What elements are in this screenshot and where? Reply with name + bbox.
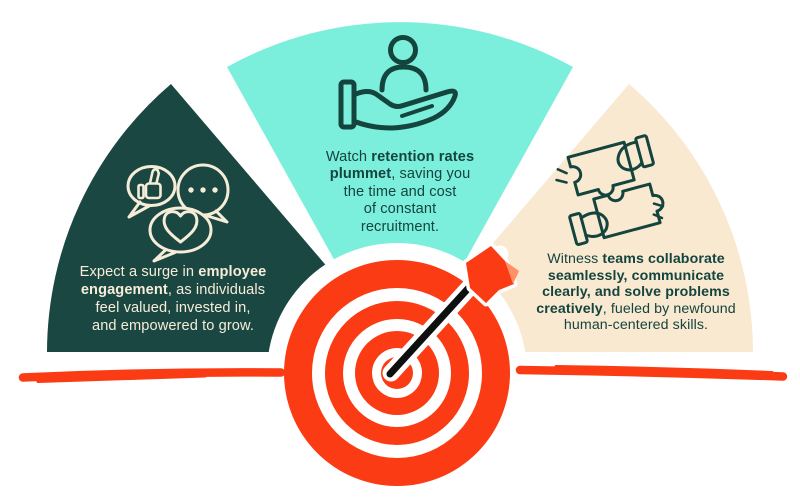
open-palm xyxy=(353,88,458,131)
speech-bubbles-icon xyxy=(126,163,230,263)
hand-top-right xyxy=(616,140,644,172)
thumbs-up-glyph xyxy=(137,168,162,200)
puzzle-piece-bottom xyxy=(592,182,665,240)
dots-bubble-tail xyxy=(204,209,229,224)
heart-glyph xyxy=(162,210,199,244)
brush-stroke-left xyxy=(18,368,286,382)
heart-bubble-tail xyxy=(152,248,177,263)
brush-stroke-right-texture xyxy=(554,365,774,374)
dart-fletching-highlight xyxy=(505,261,519,284)
person-head xyxy=(388,35,418,65)
puzzle-piece-top xyxy=(566,140,636,197)
hand-cuff-top-right xyxy=(634,134,655,169)
brush-stroke-left-texture xyxy=(36,374,207,383)
puzzle-hands-icon xyxy=(555,134,665,246)
hand-cuff xyxy=(338,79,357,130)
finger-line xyxy=(400,104,434,118)
dart-arrow xyxy=(382,242,519,382)
person-shoulders xyxy=(379,64,429,93)
thumb-bubble-tail xyxy=(127,200,152,219)
hand-cuff-bottom-left xyxy=(568,212,589,246)
brush-stroke-right xyxy=(515,365,788,381)
wedge-top xyxy=(227,22,573,379)
dots xyxy=(188,187,218,193)
brush-stroke-line xyxy=(18,365,788,383)
sparkle-lines xyxy=(555,168,665,220)
hand-bottom-left xyxy=(579,211,609,238)
hand-holding-person-icon xyxy=(338,35,458,131)
